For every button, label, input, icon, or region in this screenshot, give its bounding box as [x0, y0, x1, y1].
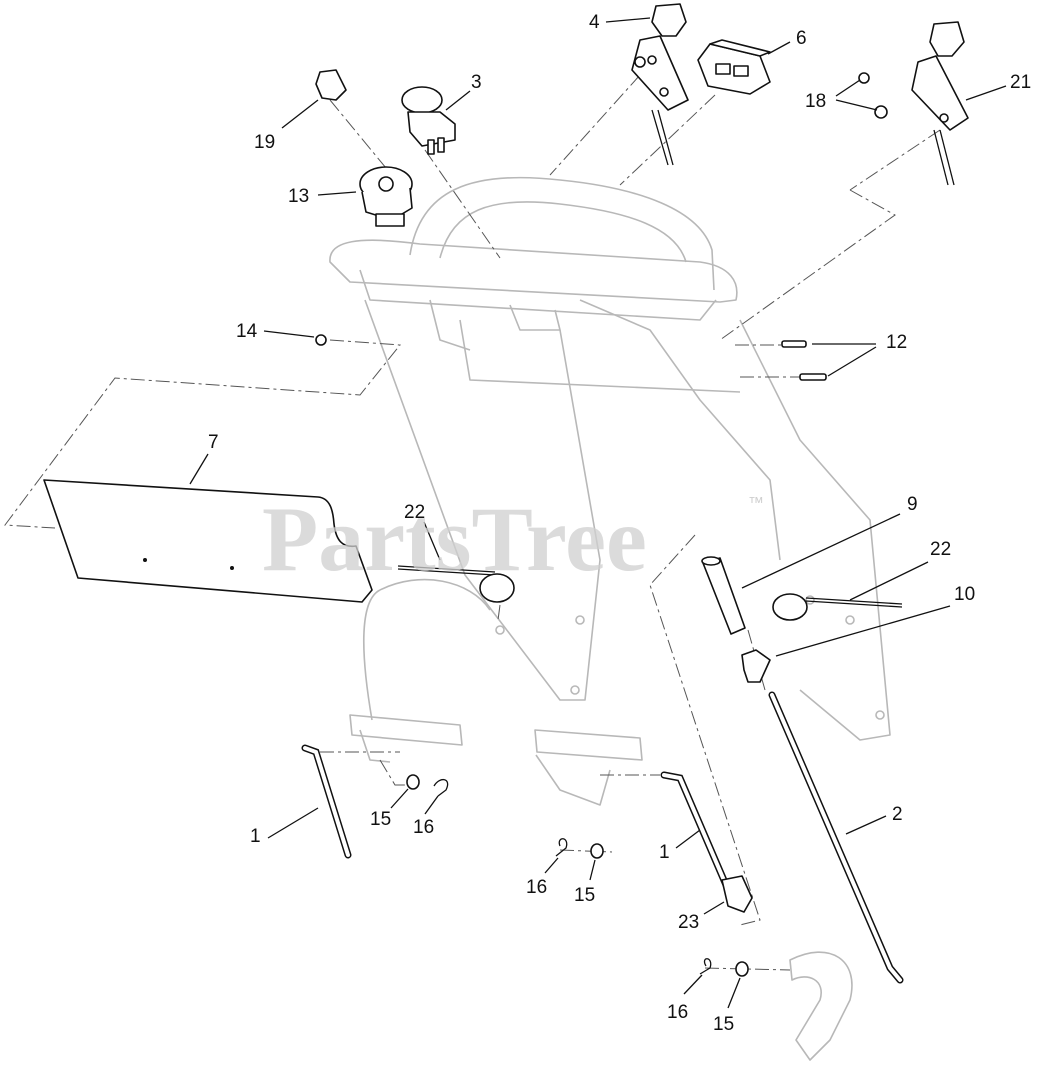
callout-4: 4	[589, 12, 600, 33]
callout-16: 16	[413, 817, 434, 838]
callout-2: 2	[892, 804, 903, 825]
part-9-sleeve	[701, 556, 746, 635]
callout-14: 14	[236, 321, 258, 342]
part-19-ignition-key	[315, 69, 347, 101]
callout-6: 6	[796, 28, 807, 49]
callout-16: 16	[667, 1002, 688, 1023]
part-7-cover-panel	[43, 479, 373, 603]
callout-22: 22	[930, 539, 951, 560]
part-2-control-rod	[768, 691, 904, 984]
parts-15-16-washers-pins	[406, 774, 749, 977]
callout-10: 10	[954, 584, 975, 605]
part-4-throttle-control	[631, 3, 689, 166]
part-1-rod-right	[660, 771, 730, 889]
callout-19: 19	[254, 132, 275, 153]
part-10-wing-nut	[741, 649, 771, 683]
callout-15: 15	[370, 809, 391, 830]
callout-7: 7	[208, 432, 219, 453]
leader-lines	[189, 17, 1007, 1009]
assembly-centerlines	[4, 74, 941, 971]
callout-1: 1	[250, 826, 261, 847]
part-12-bolts	[781, 340, 827, 381]
part-6-electrical-module	[697, 39, 771, 95]
part-1-rod-left	[301, 744, 352, 859]
part-23-clip	[721, 875, 753, 913]
callout-9: 9	[907, 494, 918, 515]
part-3-pto-switch	[401, 86, 456, 155]
callout-13: 13	[288, 186, 309, 207]
callout-21: 21	[1010, 72, 1031, 93]
callout-3: 3	[471, 72, 482, 93]
callout-12: 12	[886, 332, 907, 353]
watermark-trademark: ™	[748, 495, 764, 512]
callout-22: 22	[404, 502, 425, 523]
part-22-cable-tie-right	[772, 593, 903, 621]
part-21-control-lever	[911, 21, 969, 186]
callout-18: 18	[805, 91, 826, 112]
handle-frame-ghost	[329, 176, 891, 1061]
partstree-watermark: PartsTree ™	[262, 488, 764, 590]
callout-15: 15	[574, 885, 595, 906]
part-18-nuts	[858, 72, 888, 119]
part-13-ignition-switch	[359, 166, 413, 227]
part-14-fastener	[315, 334, 327, 346]
callout-labels: 4 6 3 19 13 18 21 14 12 7 22 9 22 10 1 1…	[208, 12, 1031, 1035]
callout-16: 16	[526, 877, 547, 898]
watermark-brand: PartsTree	[262, 488, 647, 590]
callout-15: 15	[713, 1014, 734, 1035]
callout-23: 23	[678, 912, 699, 933]
callout-1: 1	[659, 842, 670, 863]
part-22-cable-tie-left	[397, 565, 515, 603]
